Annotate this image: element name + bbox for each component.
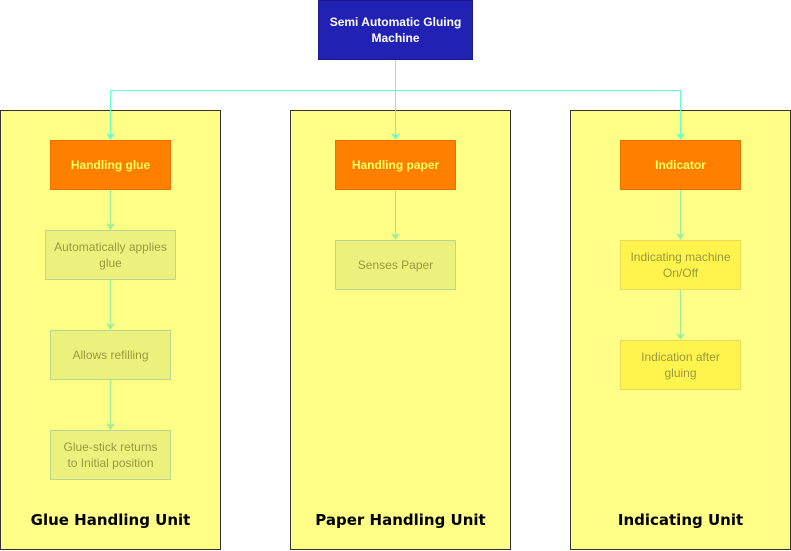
glue-head-node: Handling glue xyxy=(50,140,171,190)
indicator-step-label: Indication after gluing xyxy=(641,350,720,380)
indicator-head-node: Indicator xyxy=(620,140,741,190)
root-connector-arrowheads xyxy=(106,133,685,140)
unit-label-indicating: Indicating Unit xyxy=(617,511,744,529)
indicator-step-node: Indicating machine On/Off xyxy=(620,240,741,290)
root-connector-lines xyxy=(110,60,681,138)
paper-step-node: Senses Paper xyxy=(335,240,456,290)
paper-step-arrowheads xyxy=(391,233,400,240)
paper-step-label: Senses Paper xyxy=(357,258,434,272)
root-node: Semi Automatic Gluing Machine xyxy=(318,0,473,60)
glue-step-label: Glue-stick returns to Initial position xyxy=(63,440,158,470)
paper-head-node: Handling paper xyxy=(335,140,456,190)
glue-step-label: Automatically applies glue xyxy=(54,240,167,270)
unit-label-glue-handling: Glue Handling Unit xyxy=(30,511,191,529)
glue-head-label: Handling glue xyxy=(70,158,151,172)
unit-label-paper-handling: Paper Handling Unit xyxy=(315,511,486,529)
paper-handling-unit-container: Paper Handling Unit xyxy=(290,110,511,550)
glue-step-arrowheads xyxy=(106,223,115,430)
indicator-step-node: Indication after gluing xyxy=(620,340,741,390)
root-node-label: Semi Automatic Gluing Machine xyxy=(329,15,462,45)
indicator-step-label: Indicating machine On/Off xyxy=(630,250,731,280)
glue-step-node: Glue-stick returns to Initial position xyxy=(50,430,171,480)
paper-head-label: Handling paper xyxy=(351,158,440,172)
glue-step-node: Allows refilling xyxy=(50,330,171,380)
indicator-head-label: Indicator xyxy=(655,158,706,172)
glue-step-label: Allows refilling xyxy=(72,348,149,362)
glue-step-node: Automatically applies glue xyxy=(45,230,176,280)
indicator-step-arrowheads xyxy=(676,233,685,340)
